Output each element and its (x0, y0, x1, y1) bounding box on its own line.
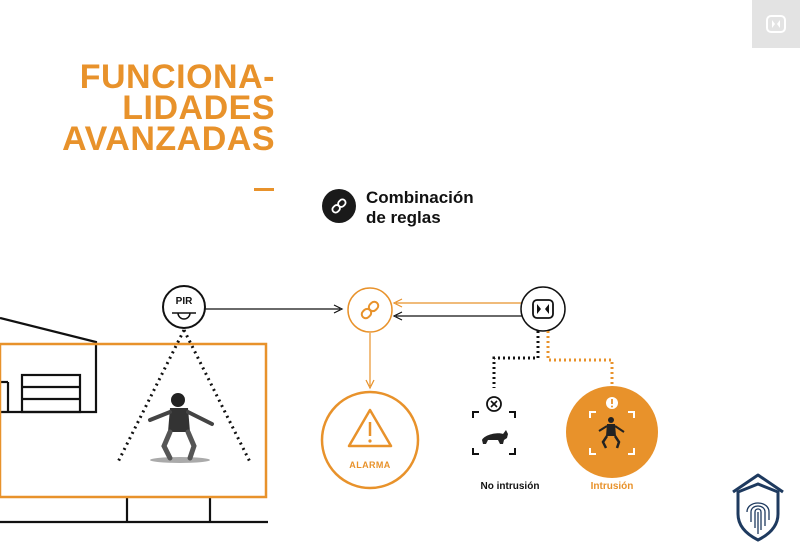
no-intrusion-label: No intrusión (480, 481, 540, 492)
alarm-label: ALARMA (349, 460, 391, 470)
person-icon (598, 417, 625, 449)
pir-beam-left (116, 329, 186, 463)
fingerprint-shield-logo (732, 473, 784, 542)
pir-sensor (162, 285, 206, 329)
page-title: FUNCIONA- LIDADES AVANZADAS (60, 58, 275, 158)
pir-beam-right (182, 329, 252, 463)
branch-no-intrusion (492, 331, 540, 388)
pir-label: PIR (175, 296, 193, 307)
building-illustration (0, 316, 268, 524)
rule-title-line-1: Combinación (366, 188, 474, 207)
intrusion-label: Intrusión (590, 481, 634, 492)
link-icon-badge (322, 189, 356, 223)
title-line-1: FUNCIONA- (79, 58, 275, 96)
rule-link-node (347, 287, 393, 333)
branch-intrusion (546, 331, 614, 384)
alarm-node (320, 390, 420, 490)
intruder-figure (148, 393, 214, 463)
title-line-3: AVANZADAS (62, 120, 275, 158)
camera-icon (766, 15, 786, 33)
title-line-2: LIDADES (122, 89, 275, 127)
rule-title-line-2: de reglas (366, 208, 441, 227)
rule-title: Combinación de reglas (366, 188, 526, 228)
cat-icon (482, 430, 508, 444)
intrusion-node (566, 386, 658, 478)
camera-node (520, 286, 566, 332)
title-underline (254, 188, 274, 191)
monitored-zone (0, 342, 268, 499)
corner-camera-button[interactable] (752, 0, 800, 48)
no-intrusion-node (472, 396, 516, 455)
